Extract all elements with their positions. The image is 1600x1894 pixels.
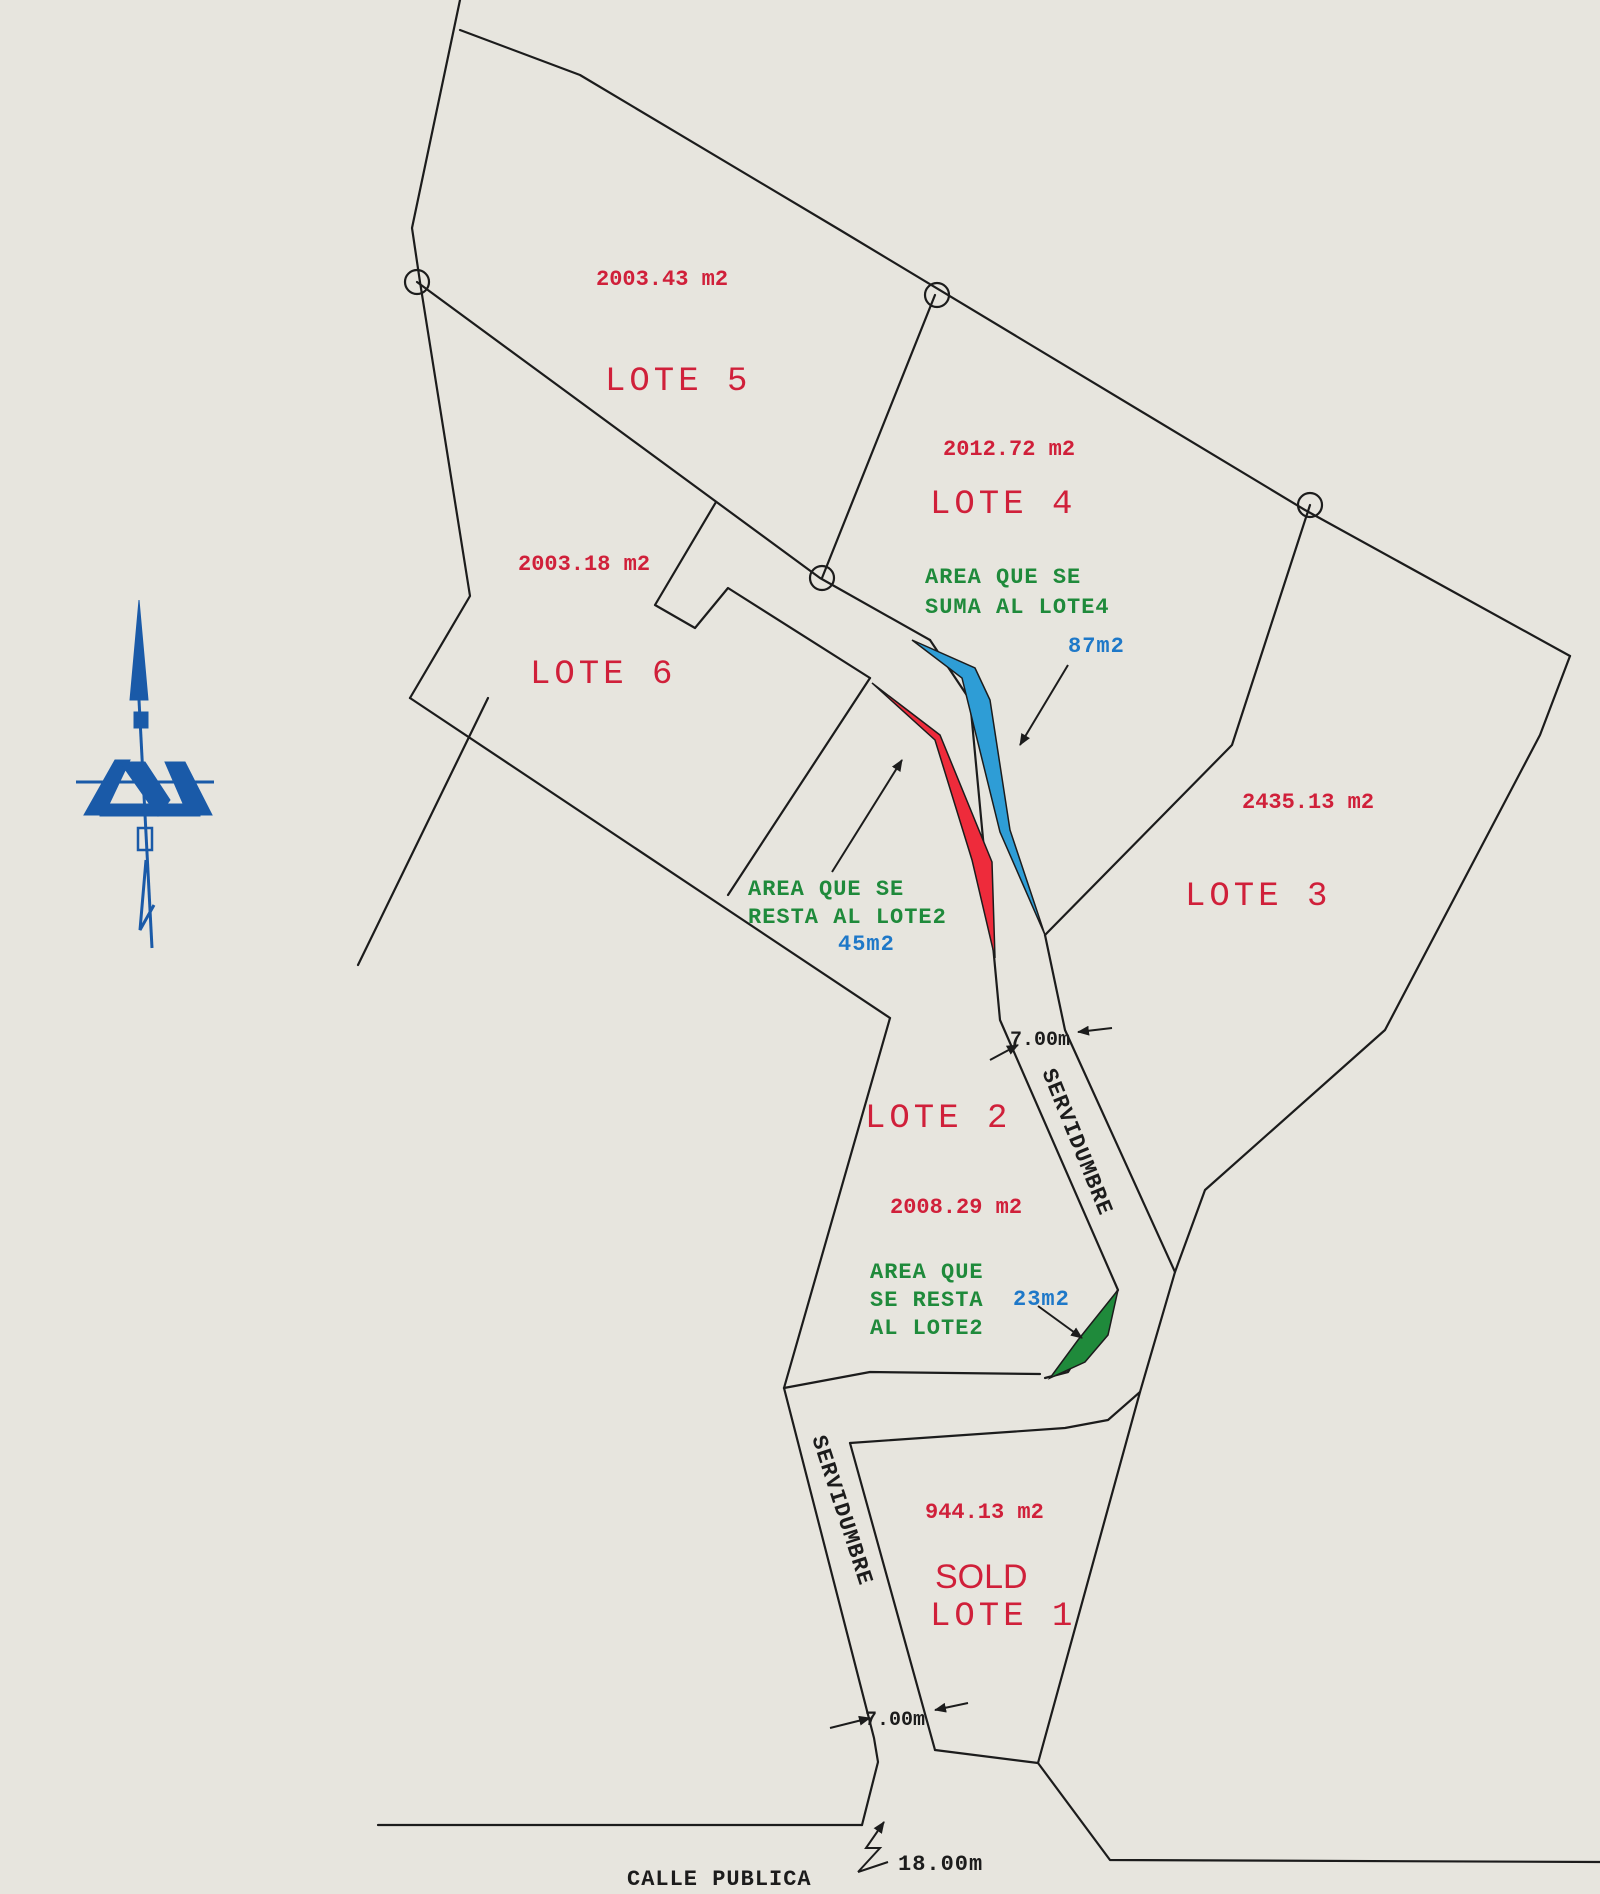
easement-width-lower: 7.00m — [865, 1709, 925, 1732]
note-sub-lote2b-line3: AL LOTE2 — [870, 1316, 984, 1341]
lote2-west-edge — [782, 1016, 892, 1390]
north-letter-left — [83, 759, 131, 816]
lote3-east-edge — [1173, 654, 1572, 1274]
west-boundary-upper — [408, 0, 472, 700]
note-sub-lote2a-value: 45m2 — [838, 932, 895, 957]
adjustment-areas — [871, 639, 1119, 1380]
street-labels: CALLE PUBLICA 18.00m — [627, 1852, 983, 1892]
boundary-marker — [403, 268, 431, 296]
lote1-area: 944.13 m2 — [925, 1500, 1044, 1525]
area-added-lote4-blue — [911, 639, 1046, 936]
note-add-lote4-line1: AREA QUE SE — [925, 565, 1081, 590]
lote3-area: 2435.13 m2 — [1242, 790, 1374, 815]
dim-arrow-street-tail — [857, 1861, 889, 1873]
note-sub-lote2a-line1: AREA QUE SE — [748, 877, 904, 902]
lower-easement-east-edge — [848, 1441, 937, 1752]
lote5-area: 2003.43 m2 — [596, 267, 728, 292]
area-subtracted-lote2-red — [871, 682, 996, 959]
note-sub-lote2a-line2: RESTA AL LOTE2 — [748, 905, 947, 930]
dim-arrow-lower-left — [829, 1715, 871, 1729]
lote6-lote2-division — [726, 676, 872, 897]
street-name: CALLE PUBLICA — [627, 1867, 812, 1892]
boundary-marker — [808, 564, 836, 592]
note-sub-lote2b-line1: AREA QUE — [870, 1260, 984, 1285]
lote6-name: LOTE 6 — [530, 656, 676, 694]
north-tick — [133, 711, 149, 729]
lote5-lote6-division — [415, 280, 932, 642]
easement-width-upper: 7.00m — [1010, 1029, 1070, 1052]
lower-easement-west-edge — [782, 1386, 880, 1827]
north-boundary — [458, 28, 1572, 658]
dim-arrow-upper-left — [989, 1044, 1019, 1061]
note-sub-lote2b-line2: SE RESTA — [870, 1288, 984, 1313]
lot-labels: 2003.43 m2 LOTE 5 2012.72 m2 LOTE 4 2003… — [518, 267, 1374, 1636]
lote6-notch — [653, 500, 872, 680]
dim-arrow-upper-right — [1077, 1025, 1113, 1036]
arrow-to-red-area — [831, 759, 903, 873]
lote2-south-edge — [782, 1370, 1042, 1390]
arrow-to-blue-area — [1019, 664, 1069, 746]
lote2-name: LOTE 2 — [865, 1100, 1011, 1138]
leader-arrows — [829, 664, 1113, 1873]
lote6-south-edge — [408, 696, 892, 1020]
lote4-area: 2012.72 m2 — [943, 437, 1075, 462]
lote1-east-edge — [1036, 1390, 1600, 1864]
north-letter-mid — [119, 761, 171, 817]
boundary-marker — [1296, 491, 1324, 519]
lote5-name: LOTE 5 — [605, 363, 751, 401]
north-lower-box — [136, 826, 154, 852]
dim-arrow-lower-right — [934, 1702, 969, 1713]
lote4-name: LOTE 4 — [930, 486, 1076, 524]
boundary-marker — [923, 281, 951, 309]
lote1-name: LOTE 1 — [930, 1598, 1076, 1636]
lote6-area: 2003.18 m2 — [518, 552, 650, 577]
lote3-name: LOTE 3 — [1185, 878, 1331, 916]
lote2-area: 2008.29 m2 — [890, 1195, 1022, 1220]
north-base — [99, 803, 201, 817]
arrow-to-green-area — [1037, 1305, 1083, 1339]
north-letter-right — [164, 761, 213, 816]
easement-east-edge — [848, 933, 1177, 1445]
north-needle — [129, 599, 149, 701]
north-arrow-icon — [76, 599, 214, 949]
dim-arrow-street — [857, 1821, 885, 1873]
note-sub-lote2b-value: 23m2 — [1013, 1287, 1070, 1312]
boundary-markers — [403, 268, 1324, 592]
north-axis — [137, 699, 154, 949]
easement-west-edge — [928, 638, 1120, 1380]
street-frontage: 18.00m — [898, 1852, 983, 1877]
lote5-lote4-division — [820, 293, 937, 580]
lote6-west-stub — [356, 696, 490, 967]
boundary-lines — [356, 0, 1600, 1864]
note-add-lote4-line2: SUMA AL LOTE4 — [925, 595, 1110, 620]
note-add-lote4-value: 87m2 — [1068, 634, 1125, 659]
adjustment-notes: AREA QUE SE SUMA AL LOTE4 87m2 AREA QUE … — [748, 565, 1125, 1341]
area-subtracted-lote2-green — [1047, 1289, 1119, 1380]
lote4-lote3-division — [1043, 503, 1312, 937]
lote1-status: SOLD — [935, 1558, 1028, 1596]
lote1-south-edge — [933, 1748, 1040, 1765]
north-lower-tail — [138, 859, 156, 931]
